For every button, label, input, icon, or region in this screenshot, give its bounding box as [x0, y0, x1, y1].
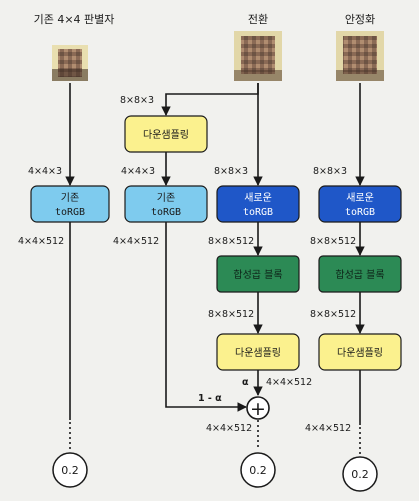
output-node-mid: 0.2	[240, 452, 276, 488]
dim-label: 8×8×512	[310, 309, 356, 320]
conv-block-c: 합성곱 블록	[216, 255, 300, 293]
block-label: toRGB	[55, 207, 85, 218]
dim-label: 4×4×512	[113, 236, 159, 247]
dim-label: 4×4×3	[121, 166, 155, 177]
input-image-low-res	[52, 45, 88, 81]
dim-label: 8×8×3	[120, 95, 154, 106]
output-value: 0.2	[351, 468, 369, 481]
arrow-b-to-sum	[165, 222, 247, 412]
block-label: toRGB	[151, 207, 181, 218]
block-label: 다운샘플링	[143, 129, 189, 141]
dim-label: 8×8×512	[208, 309, 254, 320]
input-image-stabilization	[336, 31, 384, 81]
old-torgb-block-a: 기존 toRGB	[30, 185, 110, 223]
conv-block-d: 합성곱 블록	[318, 255, 402, 293]
dim-label: 4×4×512	[266, 377, 312, 388]
output-value: 0.2	[249, 464, 267, 477]
plus-icon: +	[250, 398, 266, 420]
downsample-block-b: 다운샘플링	[124, 115, 208, 153]
downsample-block-d: 다운샘플링	[318, 333, 402, 371]
dim-label: 8×8×3	[313, 166, 347, 177]
block-label: toRGB	[243, 207, 273, 218]
downsample-block-c: 다운샘플링	[216, 333, 300, 371]
block-label: 기존	[61, 192, 79, 204]
block-label: 기존	[157, 192, 175, 204]
dim-label: 4×4×512	[18, 236, 64, 247]
dim-label: 4×4×512	[305, 423, 351, 434]
arrow-split-to-b	[161, 83, 259, 116]
output-node-left: 0.2	[52, 452, 88, 488]
sum-node: +	[246, 396, 270, 420]
output-value: 0.2	[61, 464, 79, 477]
header-transition: 전환	[248, 13, 268, 26]
old-torgb-block-b: 기존 toRGB	[124, 185, 208, 223]
dim-label: 8×8×3	[214, 166, 248, 177]
header-old-discriminator: 기존 4×4 판별자	[34, 13, 115, 26]
new-torgb-block-c: 새로운 toRGB	[216, 185, 300, 223]
dim-label: 8×8×512	[310, 236, 356, 247]
dim-label: 4×4×512	[206, 423, 252, 434]
header-stabilization: 안정화	[345, 13, 375, 26]
block-label: toRGB	[345, 207, 375, 218]
new-torgb-block-d: 새로운 toRGB	[318, 185, 402, 223]
output-node-right: 0.2	[342, 456, 378, 492]
dim-label: 4×4×3	[28, 166, 62, 177]
block-label: 다운샘플링	[235, 347, 281, 359]
weight-one-minus-alpha: 1 - α	[198, 393, 222, 404]
input-image-transition	[234, 31, 282, 81]
weight-alpha: α	[242, 377, 249, 388]
block-label: 새로운	[244, 192, 272, 204]
block-label: 새로운	[346, 192, 374, 204]
block-label: 다운샘플링	[337, 347, 383, 359]
block-label: 합성곱 블록	[233, 269, 282, 281]
dim-label: 8×8×512	[208, 236, 254, 247]
block-label: 합성곱 블록	[335, 269, 384, 281]
